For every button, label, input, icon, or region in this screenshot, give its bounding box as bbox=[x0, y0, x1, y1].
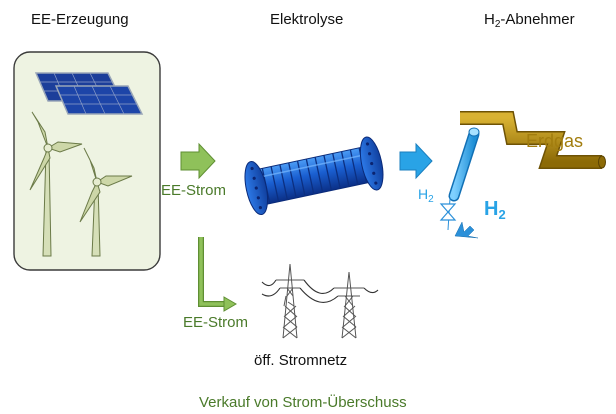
valve-icon bbox=[439, 197, 457, 231]
wind-turbine-icon bbox=[29, 111, 133, 257]
electrolyser-icon bbox=[244, 136, 384, 216]
h2-feed-pipe-icon bbox=[448, 127, 480, 202]
solar-panel-icon bbox=[34, 72, 144, 115]
pipeline-icon bbox=[460, 111, 606, 169]
grid-feed-arrow bbox=[198, 237, 237, 312]
h2-injection-arrow bbox=[454, 221, 479, 239]
label-h2-small: H2 bbox=[418, 186, 434, 205]
heading-ee-generation: EE-Erzeugung bbox=[31, 11, 129, 28]
label-h2-big: H2 bbox=[484, 198, 506, 222]
heading-electrolysis: Elektrolyse bbox=[270, 11, 344, 28]
footer-caption: Verkauf von Strom-Überschuss bbox=[199, 394, 407, 411]
label-ee-strom-bottom: EE-Strom bbox=[183, 314, 249, 331]
heading-h2-consumer: H2-Abnehmer bbox=[484, 11, 575, 30]
power-pylon-icon bbox=[276, 263, 364, 339]
label-erdgas: Erdgas bbox=[526, 131, 584, 151]
power-lines bbox=[261, 279, 379, 303]
h2-flow-arrow bbox=[399, 142, 433, 180]
ee-strom-arrow bbox=[180, 142, 216, 180]
label-ee-strom-top: EE-Strom bbox=[161, 182, 227, 199]
label-public-grid: öff. Stromnetz bbox=[254, 352, 348, 369]
